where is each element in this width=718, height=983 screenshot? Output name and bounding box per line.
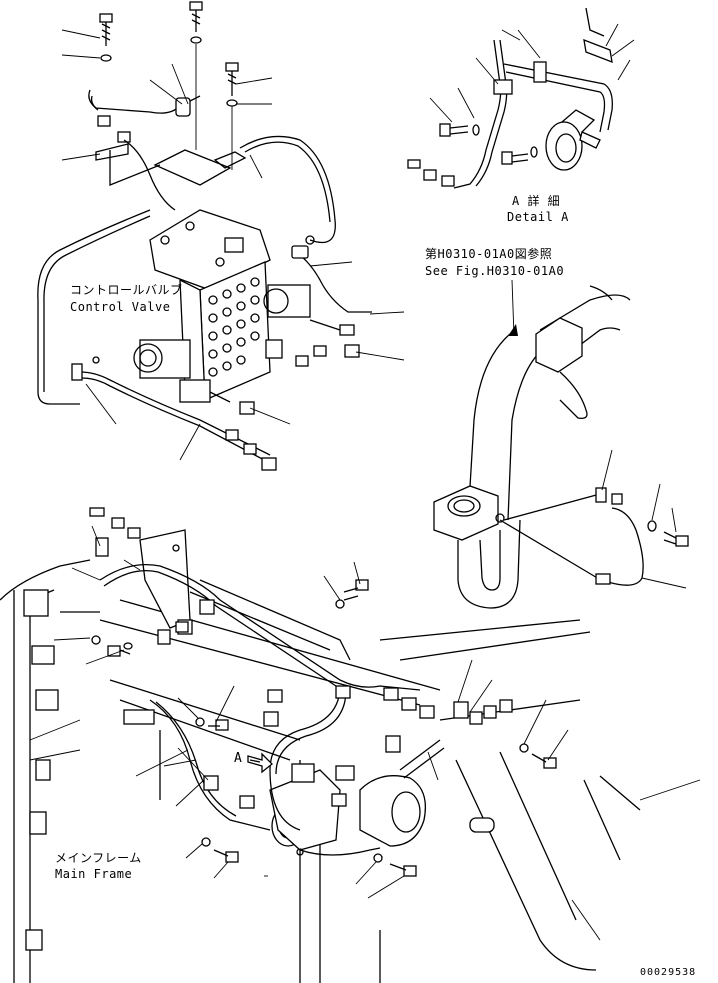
horn [545,109,601,171]
detail-bolt-2 [501,151,529,165]
bolt-top-1 [99,13,113,46]
figure-reference-jp: 第H0310-01A0図参照 [425,247,553,261]
washer-3 [226,99,238,107]
main-frame-assembly [0,507,701,983]
frame-bolt-4 [213,849,239,863]
frame-bolt-1 [343,579,369,601]
frame-bolt-3 [208,719,229,731]
figure-reference-en: See Fig.H0310-01A0 [425,264,565,278]
main-frame-label-jp: メインフレーム [55,851,142,865]
washer-2 [190,36,202,44]
detail-bolt-1 [439,123,469,137]
solenoid-left [133,339,231,403]
solenoid-right [263,284,355,359]
drawing-number: 00029538 [640,967,697,978]
detail-a-horn [407,7,635,189]
washer-1 [100,54,112,62]
tube-sensor-assembly [433,279,689,609]
main-frame-label-en: Main Frame [55,867,133,881]
control-valve-label-jp: コントロールバルブ [70,283,183,297]
control-valve-label-en: Control Valve [70,300,171,314]
frame-bolt-5 [389,863,417,877]
frame-bolt-6 [531,753,557,769]
view-arrow-label: A [234,751,243,766]
view-arrow-a [247,752,273,774]
sensor-bolt [663,531,689,547]
main-frame-horn [269,763,341,851]
bolt-top-2 [189,1,203,32]
control-valve-assembly [37,1,405,471]
bolt-top-3 [225,62,239,96]
detail-a-label-jp: A 詳 細 [512,194,561,208]
detail-a-label-en: Detail A [507,210,569,224]
